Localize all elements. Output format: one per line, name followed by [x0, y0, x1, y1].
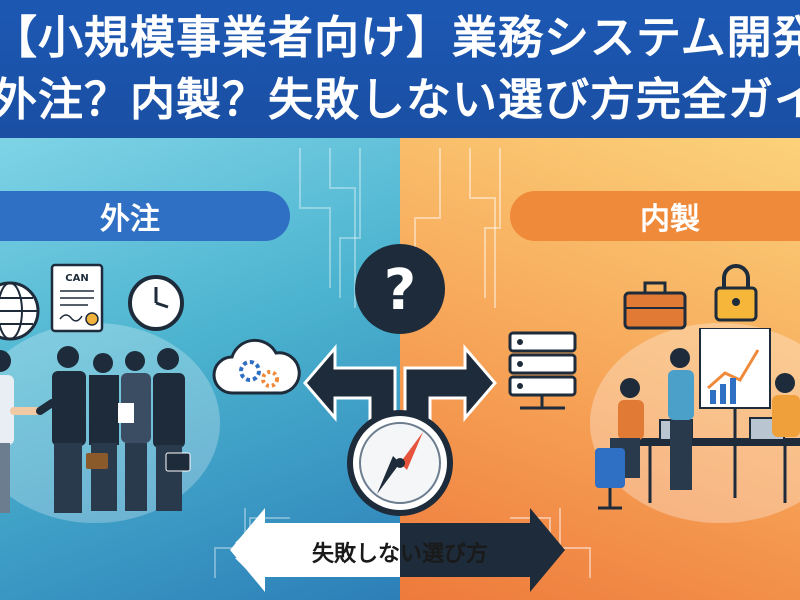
question-icon: ?: [355, 244, 445, 334]
outsourcing-label-pill: 外注: [0, 191, 290, 241]
toolbox-icon: [623, 281, 687, 330]
title-line-1: 【小規模事業者向け】業務システム開発: [0, 11, 800, 64]
direction-arrows: [230, 343, 565, 592]
inhouse-label-pill: 内製: [510, 191, 800, 241]
globe-icon: [0, 281, 40, 341]
document-caption: CAN: [65, 273, 88, 284]
contract-document-icon: CAN: [50, 263, 104, 333]
lock-icon: [714, 264, 758, 322]
compass-icon: [347, 410, 453, 516]
illustration-scene: 外注 内製 CAN: [0, 138, 800, 600]
clock-icon: [128, 275, 184, 331]
inhouse-label: 内製: [640, 202, 700, 237]
title-banner: 【小規模事業者向け】業務システム開発 外注？内製？失敗しない選び方完全ガイド: [0, 0, 800, 138]
inhouse-team-illustration: [595, 328, 800, 510]
circuit-pattern: [214, 148, 591, 578]
svg-text:?: ?: [384, 258, 416, 323]
outsourcing-label: 外注: [100, 202, 160, 237]
business-team-illustration: [0, 346, 191, 513]
server-icon: [508, 331, 577, 410]
title-line-2: 外注？内製？失敗しない選び方完全ガイド: [0, 73, 800, 126]
cloud-gear-icon: [212, 338, 301, 395]
bottom-label: 失敗しない選び方: [311, 542, 488, 567]
